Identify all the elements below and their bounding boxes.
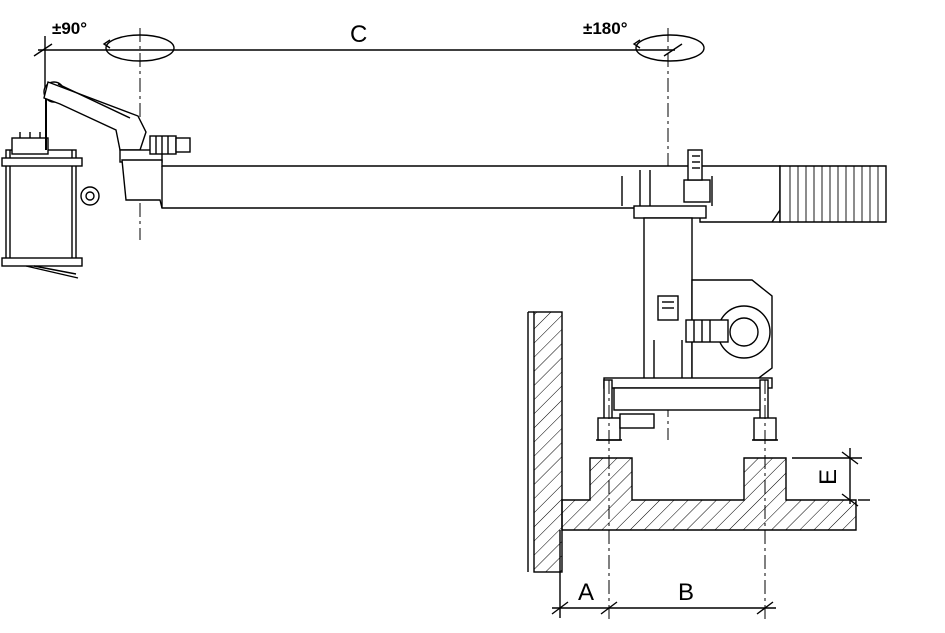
dim-e-label: E <box>815 469 842 485</box>
rotation-left-label: ±90° <box>52 19 87 38</box>
rotation-arrow-right-icon <box>632 34 705 62</box>
jib-arm <box>43 81 191 163</box>
rotation-arrow-left-icon <box>102 34 175 62</box>
span-label: C <box>350 21 367 48</box>
foundation <box>527 311 857 573</box>
gondola-basket <box>1 90 100 279</box>
base-frame <box>596 377 778 441</box>
drum-housing <box>685 279 773 381</box>
column <box>643 217 693 383</box>
travel-motor-icon <box>619 413 655 429</box>
jib-motor-icon <box>149 135 191 155</box>
dimension-ab: A B <box>551 530 776 618</box>
main-boom <box>121 159 887 223</box>
slew-motor-icon <box>621 149 713 206</box>
dim-b-label: B <box>678 579 694 606</box>
counterweight <box>789 166 879 222</box>
slew-bearing <box>633 205 707 219</box>
dim-a-label: A <box>578 579 594 606</box>
dimension-c: C ±90° ±180° <box>33 19 683 88</box>
rotation-right-label: ±180° <box>583 19 628 38</box>
dimension-e: E <box>792 448 870 507</box>
